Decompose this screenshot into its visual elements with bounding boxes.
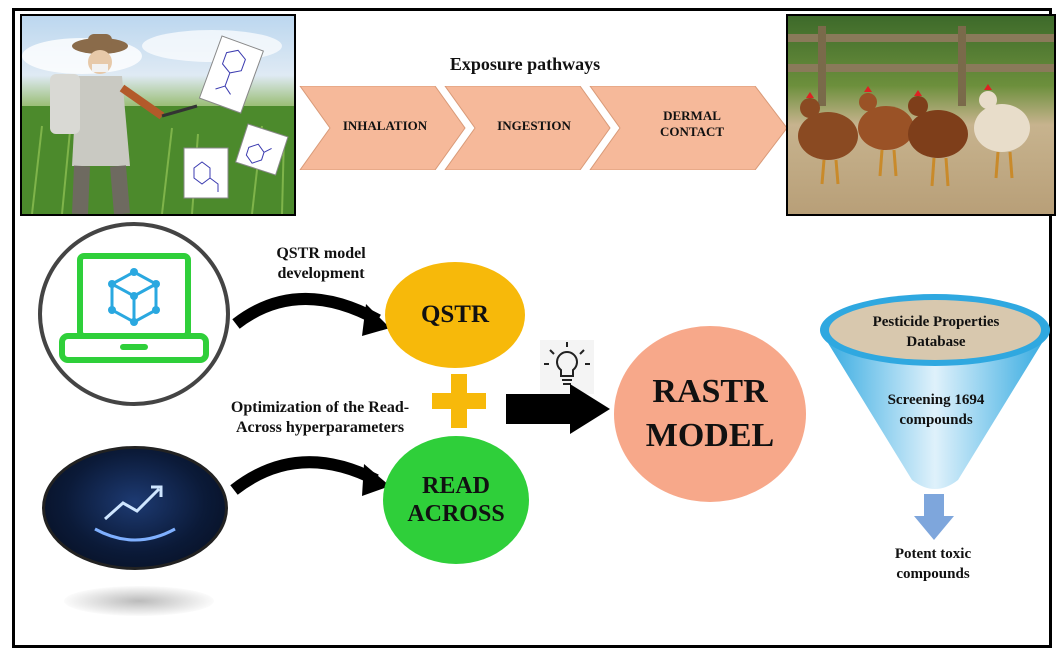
step-inhalation: INHALATION (342, 118, 428, 133)
chickens-photo (786, 14, 1056, 216)
qstr-ellipse: QSTR (385, 262, 525, 368)
qstr-caption: QSTR model development (276, 245, 366, 282)
chevron-dermal-contact (589, 86, 788, 170)
funnel-shape (820, 294, 1050, 489)
exposure-chevrons (299, 86, 788, 170)
down-arrow (914, 494, 954, 540)
step-ingestion: INGESTION (497, 118, 571, 133)
plus-icon (432, 374, 486, 428)
laptop-molecule-icon (59, 253, 209, 363)
optimization-circle (42, 446, 228, 570)
curved-arrows (230, 292, 390, 496)
lightbulb-icon (540, 340, 594, 394)
chevron-ingestion (444, 86, 611, 170)
farmer-spraying-photo (20, 14, 296, 216)
chickens-illustration (788, 26, 1054, 187)
optimization-shadow (64, 586, 214, 616)
chevron-inhalation (299, 86, 466, 170)
funnel-screen-label: Screening 1694 compounds (887, 392, 985, 428)
trend-hand-icon (94, 485, 176, 542)
rastr-label: RASTR MODEL (645, 373, 775, 454)
funnel-db-label: Pesticide Properties Database (872, 314, 1000, 350)
big-arrow (506, 384, 610, 434)
readacross-caption: Optimization of the Read-Across hyperpar… (230, 399, 410, 436)
exposure-title: Exposure pathways (449, 54, 601, 74)
readacross-ellipse: READ ACROSS (383, 436, 529, 564)
rastr-ellipse: RASTR MODEL (614, 326, 806, 502)
readacross-label: READ ACROSS (407, 473, 505, 527)
step-dermal-contact: DERMAL CONTACT (659, 108, 725, 139)
laptop-circle (38, 222, 230, 406)
funnel-result-label: Potent toxic compounds (894, 546, 972, 582)
qstr-label: QSTR (420, 301, 490, 328)
farmer-illustration (22, 30, 294, 214)
